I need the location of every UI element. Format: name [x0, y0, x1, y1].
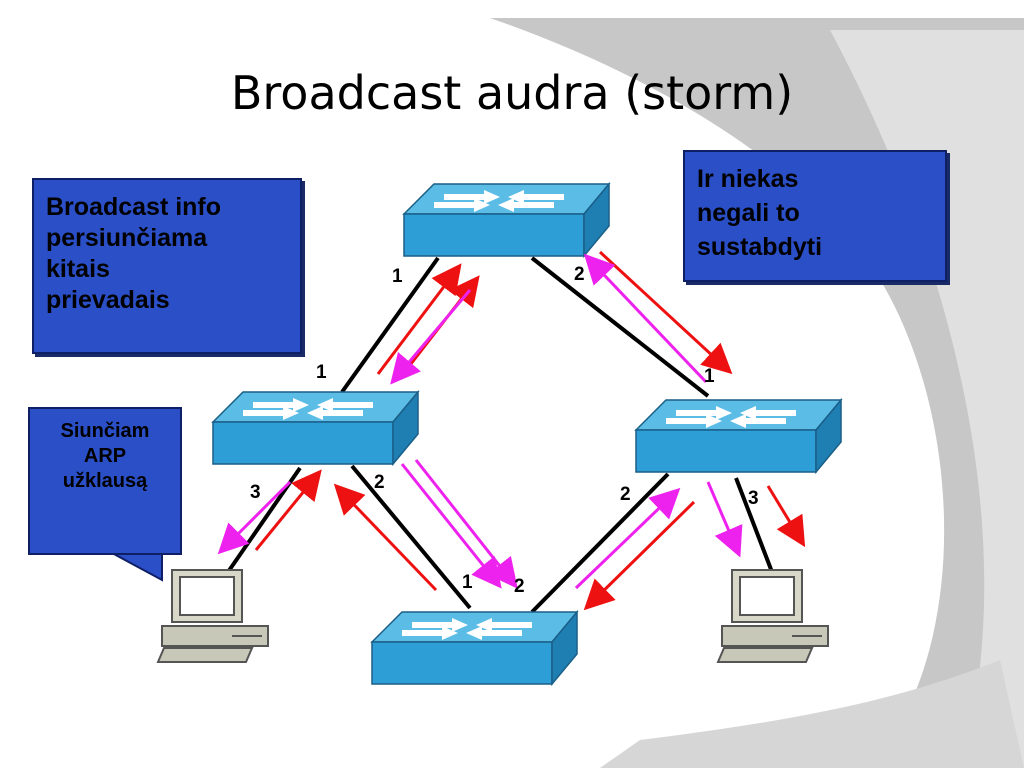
port-label-left-right: 2: [374, 472, 385, 493]
arrow-magenta: [390, 289, 472, 385]
arrow-magenta: [400, 463, 502, 589]
port-label-top-left: 1: [392, 266, 403, 287]
link-top-left: [340, 256, 440, 394]
callout-line: prievadais: [46, 286, 170, 314]
link-top-right: [530, 256, 710, 398]
arrow-magenta: [583, 253, 708, 384]
callout-line: Ir niekas: [697, 165, 799, 193]
callout-line: persiunčiama: [46, 224, 208, 252]
background-band-bottom: [600, 660, 1024, 768]
link-left-bottom: [350, 464, 472, 610]
arrow-red: [333, 483, 438, 592]
callout-line: sustabdyti: [697, 233, 823, 261]
link-right-host: [734, 477, 774, 573]
switch-bottom-icon: [371, 611, 578, 685]
arrow-magenta: [574, 487, 681, 590]
callout-line: ARP: [83, 445, 127, 467]
host-right-pc-icon: [717, 569, 829, 663]
port-label-bottom-left: 1: [462, 572, 473, 593]
callout-nobody-stops: Ir niekas negali to sustabdyti: [683, 150, 947, 282]
callout-line: Broadcast info: [46, 193, 222, 221]
port-label-left-host: 3: [250, 482, 261, 503]
callout-arp-request: Siunčiam ARP užklausą: [28, 407, 182, 555]
switch-right-icon: [635, 399, 842, 473]
port-label-top-right: 2: [574, 264, 585, 285]
switch-top-icon: [403, 183, 610, 257]
callout-line: kitais: [46, 255, 110, 283]
port-label-right-bottom: 2: [620, 484, 631, 505]
arrow-magenta: [217, 480, 292, 555]
link-right-bottom: [530, 472, 670, 614]
slide-title: Broadcast audra (storm): [230, 66, 794, 120]
port-label-bottom-right: 2: [514, 576, 525, 597]
callout-line: Siunčiam: [60, 420, 150, 442]
callout-broadcast-info: Broadcast info persiunčiama kitais priev…: [32, 178, 302, 354]
arrow-magenta: [706, 481, 743, 558]
callout-line: negali to: [697, 199, 800, 227]
arrow-magenta: [414, 459, 518, 589]
arrow-red: [598, 250, 733, 375]
callout-line: užklausą: [62, 470, 148, 492]
arrow-red: [766, 485, 806, 548]
background-band-inner: [830, 30, 1024, 768]
arrow-red: [583, 500, 696, 611]
port-label-right-host: 3: [748, 488, 759, 509]
switch-left-icon: [212, 391, 419, 465]
port-label-left-top: 1: [316, 362, 327, 383]
port-label-right-top: 1: [704, 366, 715, 387]
host-left-pc-icon: [157, 569, 269, 663]
arrow-red: [254, 469, 322, 551]
network-diagram: 1 2 1 2 3 1 2 3 1 2: [157, 183, 842, 685]
